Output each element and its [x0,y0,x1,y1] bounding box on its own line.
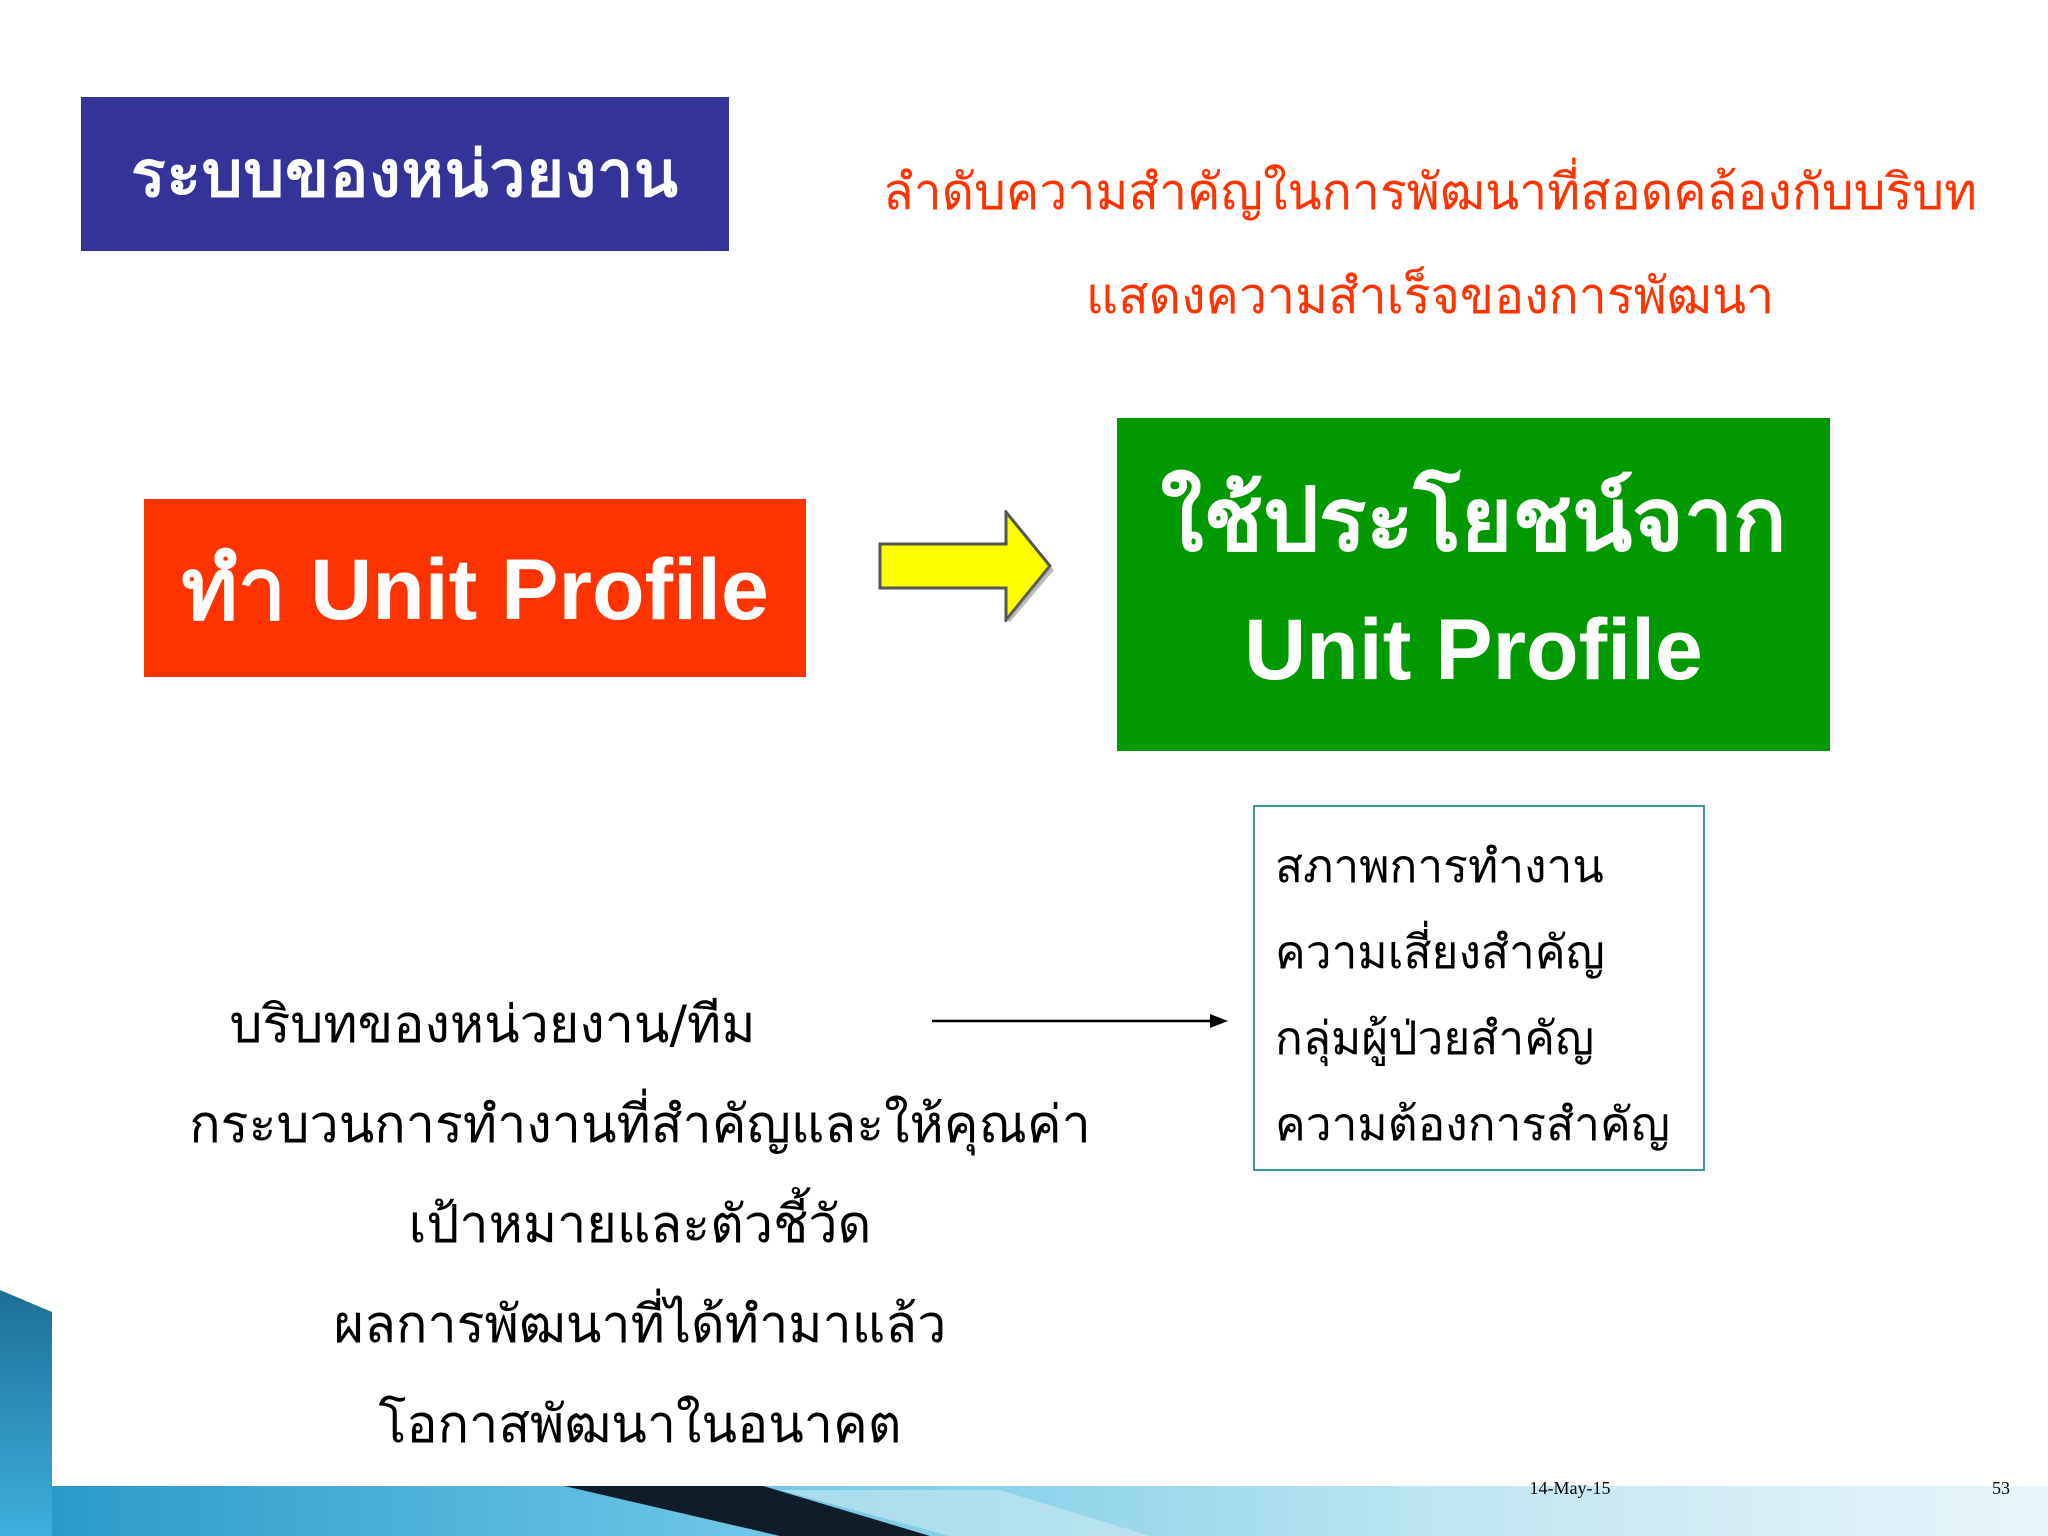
slide-title: ระบบของหน่วยงาน [81,97,729,251]
priority-note-line-1: ลำดับความสำคัญในการพัฒนาที่สอดคล้องกับบร… [882,163,1978,221]
right-arrow-icon [878,510,1054,622]
connector-arrow-icon [932,1014,1228,1028]
context-list: บริบทของหน่วยงาน/ทีม กระบวนการทำงานที่สำ… [120,975,1160,1475]
make-unit-profile-box: ทำ Unit Profile [144,499,806,677]
context-item: กระบวนการทำงานที่สำคัญและให้คุณค่า [189,1095,1091,1155]
context-item: โอกาสพัฒนาในอนาคต [378,1395,902,1455]
list-item: ความเสี่ยงสำคัญ [1275,925,1605,979]
page-number: 53 [1992,1478,2010,1498]
use-unit-profile-box: ใช้ประโยชน์จาก Unit Profile [1117,418,1830,751]
context-item: บริบทของหน่วยงาน/ทีม [229,995,756,1055]
priority-note: ลำดับความสำคัญในการพัฒนาที่สอดคล้องกับบร… [840,140,2020,348]
benefit-line-2: Unit Profile [1244,601,1703,698]
context-item: ผลการพัฒนาที่ได้ทำมาแล้ว [333,1295,947,1355]
profile-aspects-box: สภาพการทำงาน ความเสี่ยงสำคัญ กลุ่มผู้ป่ว… [1253,805,1705,1171]
list-item: ความต้องการสำคัญ [1275,1097,1670,1151]
footer-date: 14-May-15 [1529,1478,1611,1498]
list-item: กลุ่มผู้ป่วยสำคัญ [1275,1011,1595,1065]
priority-note-line-2: แสดงความสำเร็จของการพัฒนา [1085,267,1775,325]
list-item: สภาพการทำงาน [1275,839,1604,893]
benefit-line-1: ใช้ประโยชน์จาก [1160,467,1787,571]
context-item: เป้าหมายและตัวชี้วัด [408,1195,872,1255]
